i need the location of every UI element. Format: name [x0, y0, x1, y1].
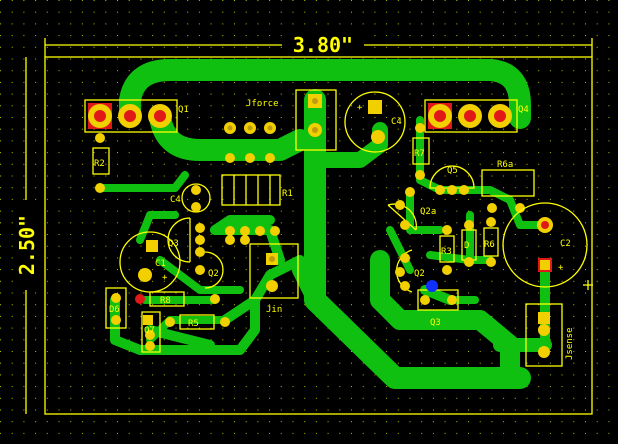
- c1-capacitor: C1 +: [119, 231, 181, 293]
- q2a-label: Q2a: [420, 207, 436, 217]
- q2-right-transistor: Q2: [395, 249, 425, 293]
- width-label: 3.80": [293, 33, 353, 57]
- jin-label: Jin: [266, 305, 282, 315]
- r3-resistor: R3: [439, 225, 455, 275]
- c4b-capacitor: C4: [170, 183, 211, 213]
- r6-label: R6: [484, 240, 495, 250]
- c1-plus: +: [162, 273, 168, 283]
- q1-connector: Q1: [84, 99, 189, 133]
- width-dimension: 3.80": [44, 33, 593, 57]
- height-dimension: 2.50": [15, 57, 39, 414]
- r6-resistor: R6: [483, 217, 499, 267]
- r2-resistor: R2: [92, 133, 110, 193]
- q2-left-label: Q2: [208, 269, 219, 279]
- c4-plus: +: [357, 103, 363, 113]
- pad-cluster-top: [224, 122, 276, 163]
- edge-marker: [583, 280, 593, 290]
- jforce-connector: Jforce: [246, 89, 337, 151]
- q3-label: Q3: [430, 318, 441, 328]
- q4-connector: Q4: [424, 99, 529, 133]
- q7-transistor: Q7: [141, 311, 161, 353]
- d6-label: D6: [109, 305, 120, 315]
- q2a-transistor: Q2a: [387, 187, 436, 231]
- q3-left-transistor: Q3: [167, 217, 205, 263]
- r7-label: R7: [414, 149, 425, 159]
- d6-diode: D6: [105, 287, 127, 329]
- r2-label: R2: [94, 159, 105, 169]
- r1-resistor-array: R1: [221, 174, 293, 245]
- c4-capacitor: + C4: [344, 91, 406, 153]
- q5-transistor: Q5: [429, 165, 475, 195]
- q4-label: Q4: [518, 105, 529, 115]
- c4b-label: C4: [170, 195, 181, 205]
- r3-label: R3: [441, 247, 452, 257]
- d-label: D: [464, 241, 469, 251]
- c2-plus: +: [558, 263, 564, 273]
- c2-capacitor: C2 +: [502, 202, 588, 288]
- q1-label: Q1: [178, 105, 189, 115]
- q7-label: Q7: [144, 326, 155, 336]
- jsense-connector: Jsense: [525, 303, 575, 367]
- r5-resistor: R5: [165, 314, 230, 330]
- r5-label: R5: [188, 319, 199, 329]
- board-outline: [44, 56, 593, 415]
- q2-left-transistor: Q2: [195, 251, 224, 289]
- r1-label: R1: [282, 189, 293, 199]
- q2-right-label: Q2: [414, 269, 425, 279]
- r6a-label: R6a: [497, 160, 513, 170]
- r6a-resistor: R6a: [481, 160, 535, 213]
- c2-label: C2: [560, 239, 571, 249]
- c4-label: C4: [391, 117, 402, 127]
- jsense-label: Jsense: [565, 327, 575, 360]
- r8-label: R8: [160, 296, 171, 306]
- jin-connector: Jin: [249, 243, 299, 315]
- r8-resistor: R8: [135, 291, 220, 307]
- c1-label: C1: [155, 259, 166, 269]
- r7-resistor: R7: [412, 123, 430, 180]
- q5-label: Q5: [447, 166, 458, 176]
- d-diode: D: [461, 220, 477, 267]
- q3-transistor: Q3: [417, 280, 459, 328]
- height-label: 2.50": [15, 215, 39, 275]
- jforce-label: Jforce: [246, 99, 279, 109]
